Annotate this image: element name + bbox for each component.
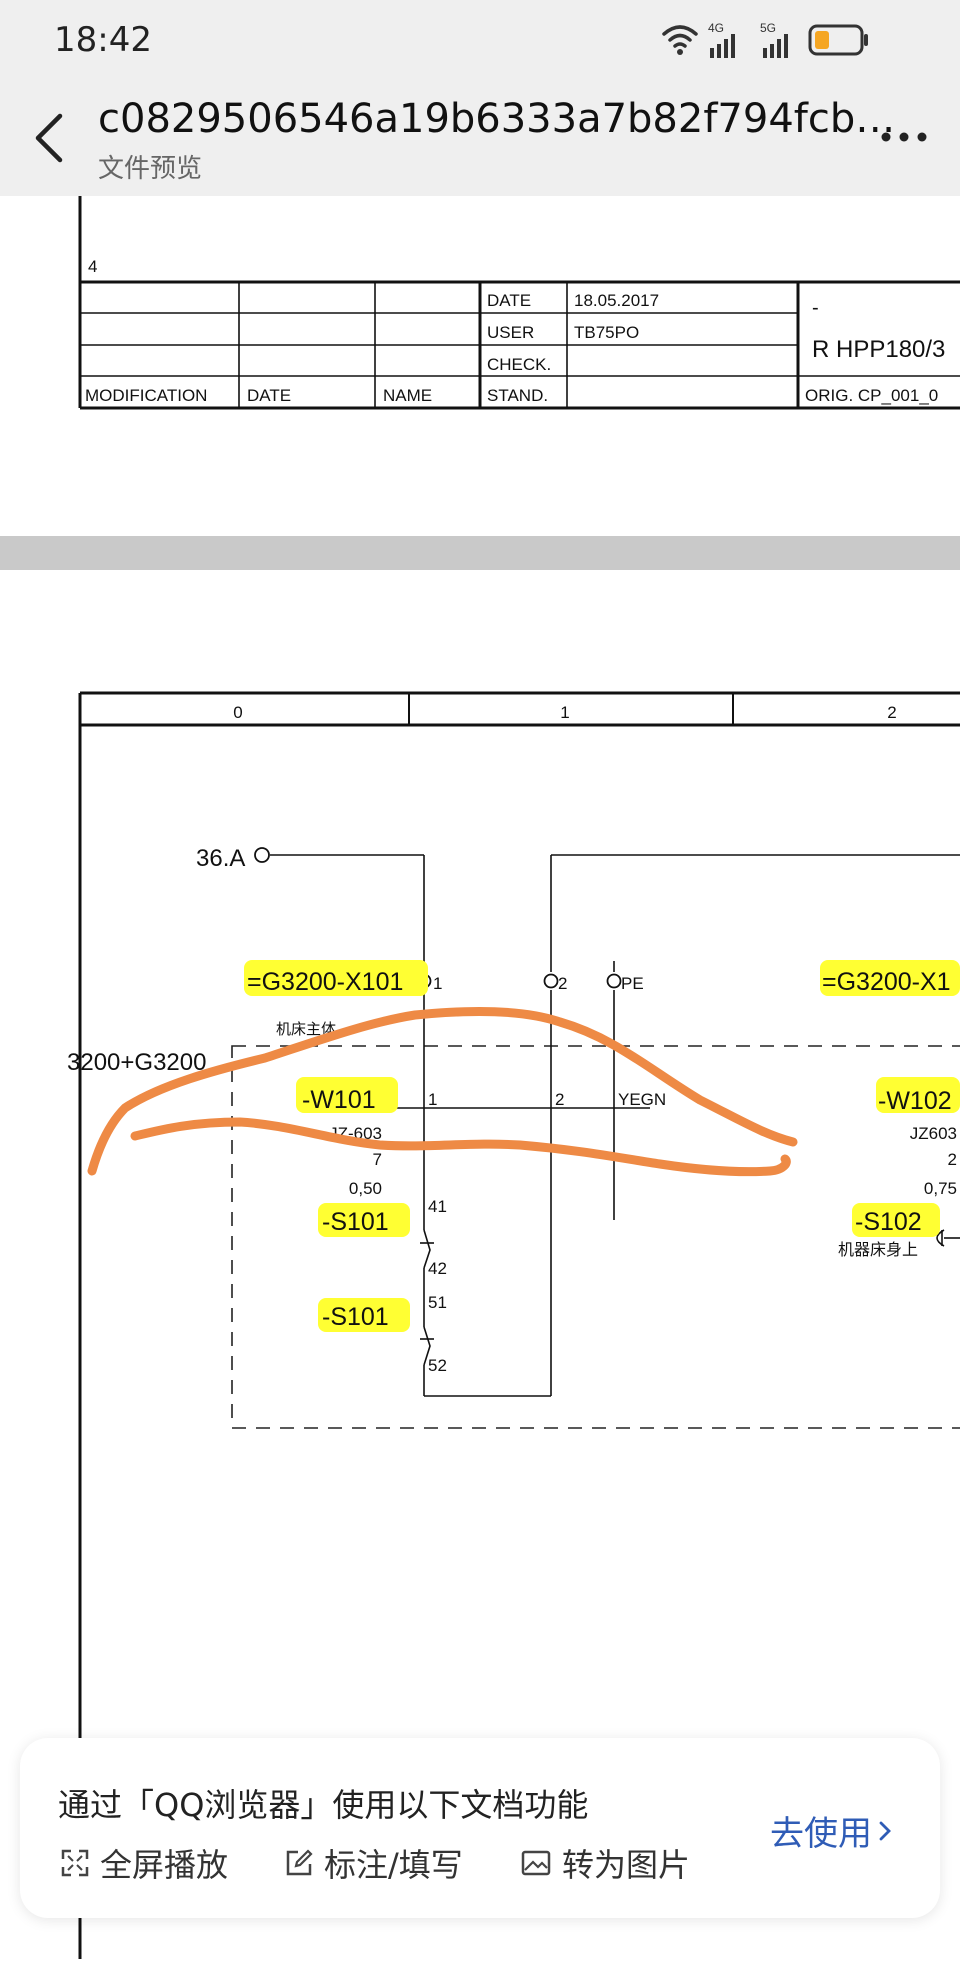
stand-label: STAND. [487, 386, 548, 405]
cable-right-cores: 2 [948, 1150, 957, 1169]
pin-1-label: 1 [433, 974, 442, 993]
switch-2-contact-bottom: 52 [428, 1356, 447, 1375]
location-note-right: 机器床身上 [838, 1241, 918, 1259]
cable-right-type: JZ603 [910, 1124, 957, 1143]
col-name-label: NAME [383, 386, 432, 405]
signal-icon-2 [763, 34, 788, 58]
cable-wire-1-label: 1 [428, 1090, 437, 1109]
cable-left-cores: 7 [373, 1150, 382, 1169]
document-title: c0829506546a19b6333a7b82f794fcb… [98, 96, 896, 142]
cable-left-size: 0,50 [349, 1179, 382, 1198]
network-5g-label: 5G [760, 21, 776, 35]
annotate-label: 标注/填写 [324, 1846, 463, 1884]
fullscreen-button[interactable]: 全屏播放 [60, 1840, 228, 1886]
cable-wire-pe-label: YEGN [618, 1090, 666, 1109]
orig-label: ORIG. CP_001_0 [805, 386, 938, 405]
status-bar: 18:42 4G 5G [0, 0, 960, 82]
text-highlights [244, 960, 960, 1332]
switch-right-label: -S102 [855, 1208, 922, 1236]
signal-icon-1 [710, 34, 735, 58]
project-name: R HPP180/3 [812, 336, 945, 363]
use-now-label: 去使用 [770, 1814, 872, 1854]
to-image-button[interactable]: 转为图片 [520, 1840, 690, 1886]
freehand-annotation-stroke [87, 1006, 798, 1177]
clock: 18:42 [54, 20, 152, 60]
column-0-label: 0 [233, 703, 242, 722]
pin-2-label: 2 [558, 974, 567, 993]
enclosure-boundary [231, 1045, 960, 1429]
location-left-label: 3200+G3200 [67, 1049, 206, 1076]
cable-wire-2-label: 2 [555, 1090, 564, 1109]
switch-2-contact-top: 51 [428, 1293, 447, 1312]
date-label: DATE [487, 291, 531, 310]
terminal-right-label: =G3200-X1 [822, 968, 951, 996]
fullscreen-icon [61, 1849, 89, 1877]
cable-left-label: -W101 [302, 1086, 376, 1114]
app-bar: c0829506546a19b6333a7b82f794fcb… 文件预览 [0, 82, 960, 196]
dash-text: - [812, 297, 819, 319]
col-date-label: DATE [247, 386, 291, 405]
network-4g-label: 4G [708, 21, 724, 35]
banner-text: 通过「QQ浏览器」使用以下文档功能 [58, 1786, 589, 1824]
page-separator [0, 536, 960, 570]
qq-browser-banner: 通过「QQ浏览器」使用以下文档功能 全屏播放 标注/填写 转为图片 去使用 [20, 1738, 940, 1918]
schematic-drawing: 0 1 2 [67, 691, 960, 1959]
edit-icon [286, 1849, 313, 1876]
switch-2-label: -S101 [322, 1303, 389, 1331]
document-page-2: 0 1 2 [0, 570, 960, 1959]
switch-contacts [420, 1229, 945, 1366]
pin-pe-label: PE [621, 974, 644, 993]
switch-1-contact-top: 41 [428, 1197, 447, 1216]
wiring [270, 854, 960, 1397]
page-number: 4 [88, 257, 97, 276]
document-page-1: 4 DATE 18.05.2017 USER TB75PO CHECK. STA… [0, 196, 960, 536]
document-subtitle: 文件预览 [98, 154, 203, 184]
chevron-right-icon [879, 1821, 891, 1840]
back-arrow-icon[interactable] [26, 108, 72, 168]
use-now-button[interactable]: 去使用 [770, 1806, 898, 1855]
switch-1-label: -S101 [322, 1208, 389, 1236]
modification-label: MODIFICATION [85, 386, 207, 405]
to-image-label: 转为图片 [562, 1846, 691, 1884]
annotate-button[interactable]: 标注/填写 [284, 1840, 463, 1886]
user-label: USER [487, 323, 534, 342]
cable-right-label: -W102 [878, 1087, 952, 1115]
location-note-left: 机床主体 [276, 1021, 336, 1038]
column-1-label: 1 [560, 703, 569, 722]
switch-1-contact-bottom: 42 [428, 1259, 447, 1278]
title-block: 4 DATE 18.05.2017 USER TB75PO CHECK. STA… [78, 196, 960, 410]
terminal-left-label: =G3200-X101 [247, 968, 403, 996]
fullscreen-label: 全屏播放 [100, 1846, 229, 1884]
source-label: 36.A [196, 845, 245, 872]
column-2-label: 2 [887, 703, 896, 722]
date-value: 18.05.2017 [574, 291, 659, 310]
cable-right-size: 0,75 [924, 1179, 957, 1198]
user-value: TB75PO [574, 323, 639, 342]
more-menu-icon[interactable] [878, 122, 930, 152]
check-label: CHECK. [487, 355, 551, 374]
battery-icon [808, 24, 868, 56]
status-icons: 4G 5G [662, 21, 868, 58]
image-icon [521, 1850, 551, 1876]
wifi-icon [662, 25, 698, 48]
